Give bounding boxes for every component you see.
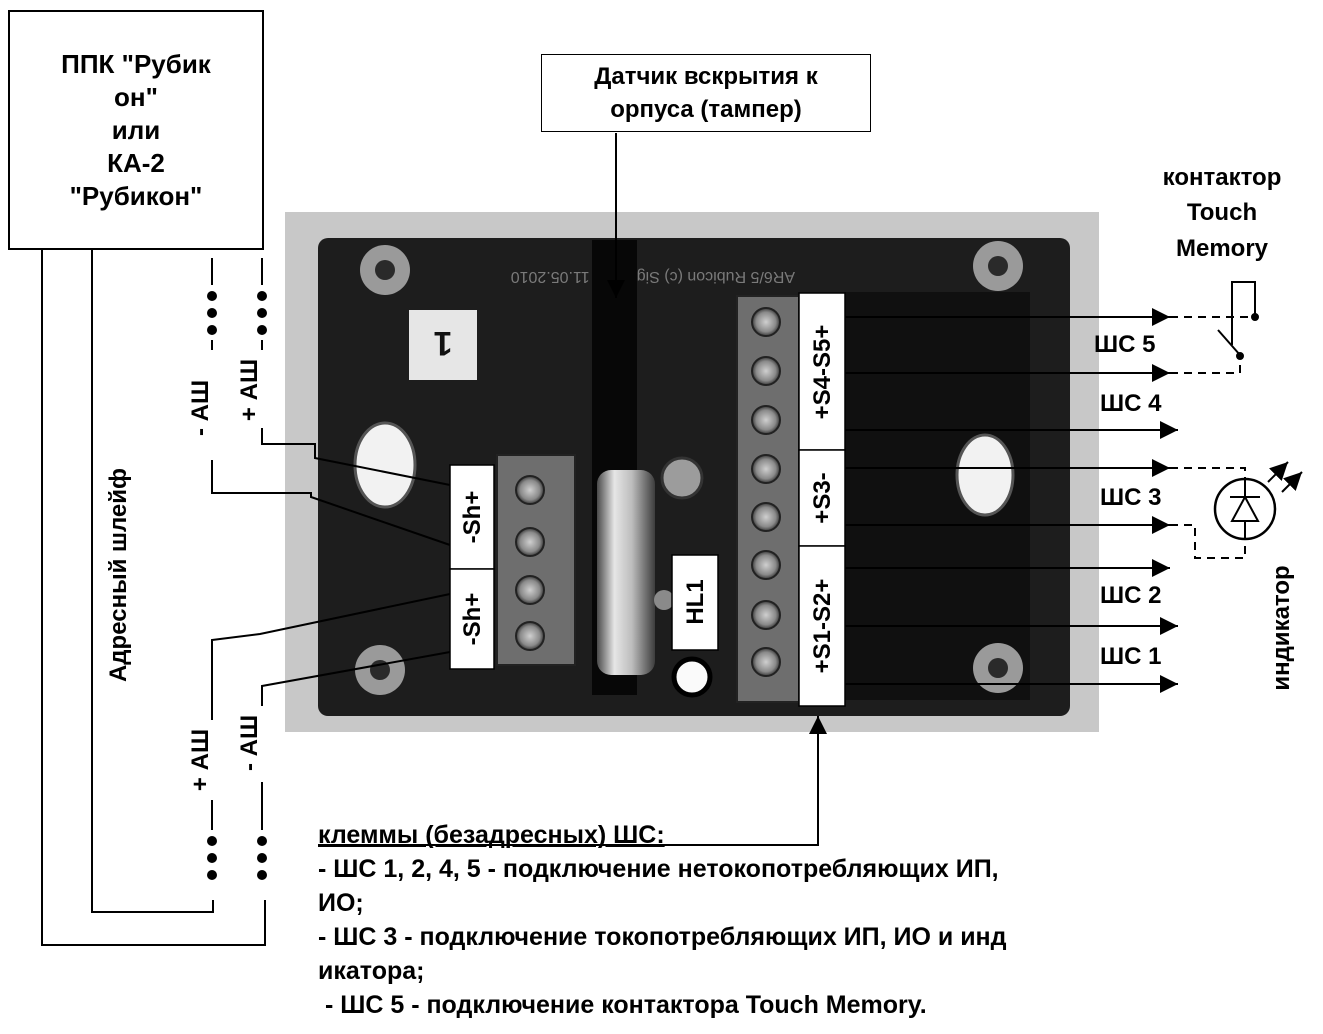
marker-label: 1 (434, 324, 453, 362)
indicator-symbol (1170, 461, 1303, 559)
wire-break-dots (207, 291, 267, 880)
label-indicator: индикатор (1268, 565, 1295, 690)
terminal-notes: клеммы (безадресных) ШС: - ШС 1, 2, 4, 5… (318, 818, 1218, 1022)
label-plus-ash-bottom: + АШ (187, 729, 214, 791)
label-shs3: ШС 3 (1100, 484, 1161, 511)
led-small (654, 590, 674, 610)
label-contactor-2: Touch (1187, 199, 1257, 226)
notes-pointer (318, 716, 827, 846)
label-shs4: ШС 4 (1100, 390, 1162, 417)
label-hl1: HL1 (682, 579, 709, 624)
tamper-line: Датчик вскрытия к (594, 63, 818, 90)
ppk-line: КА-2 (107, 147, 165, 178)
touch-memory-contactor (1170, 281, 1259, 374)
tamper-line: орпуса (тампер) (610, 96, 802, 123)
label-s1-s2: +S1-S2+ (809, 579, 836, 674)
notes-line: - ШС 5 - подключение контактора Touch Me… (318, 991, 927, 1019)
label-shs2: ШС 2 (1100, 582, 1161, 609)
tamper-switch (597, 470, 655, 675)
led-hl1 (671, 656, 713, 698)
label-loop: Адресный шлейф (105, 468, 132, 682)
label-shs1: ШС 1 (1100, 643, 1161, 670)
pcb-silkscreen-text: AR6/5 Rubicon (c) Sigma-IS 11.05.2010 (511, 268, 795, 285)
label-minus-ash-bottom: - АШ (236, 715, 263, 771)
label-s4-s5: +S4-S5+ (809, 325, 836, 420)
ppk-line: "Рубикон" (69, 180, 203, 211)
terminal-screws-right (751, 307, 781, 677)
label-sh-top: -Sh+ (459, 491, 486, 544)
marker-square (409, 310, 477, 380)
label-shs5: ШС 5 (1094, 331, 1155, 358)
ppk-line: или (111, 114, 161, 145)
notes-line: ИО; (318, 889, 364, 917)
label-sh-bottom: -Sh+ (459, 593, 486, 646)
notes-line: - ШС 1, 2, 4, 5 - подключение нетокопотр… (318, 855, 999, 883)
label-plus-ash-top: + АШ (236, 359, 263, 421)
label-s3: +S3- (809, 472, 836, 523)
tamper-callout-box: Датчик вскрытия к орпуса (тампер) (541, 54, 871, 132)
label-minus-ash-top: - АШ (187, 380, 214, 436)
notes-title: клеммы (безадресных) ШС: (318, 821, 665, 849)
ppk-controller-box: ППК "Рубик он" или КА-2 "Рубикон" (8, 10, 264, 250)
left-wiring (41, 250, 451, 946)
label-contactor-1: контактор (1163, 164, 1282, 191)
ppk-line: он" (114, 81, 158, 112)
notes-line: - ШС 3 - подключение токопотребляющих ИП… (318, 923, 1007, 951)
label-contactor-3: Memory (1176, 235, 1269, 262)
potentiometer (660, 456, 704, 500)
terminal-screws-left (515, 475, 545, 651)
notes-line: икатора; (318, 957, 425, 985)
ppk-line: ППК "Рубик (61, 48, 211, 79)
right-wiring (845, 308, 1178, 693)
board-photo: AR6/5 Rubicon (c) Sigma-IS 11.05.2010 1 (285, 212, 1099, 732)
